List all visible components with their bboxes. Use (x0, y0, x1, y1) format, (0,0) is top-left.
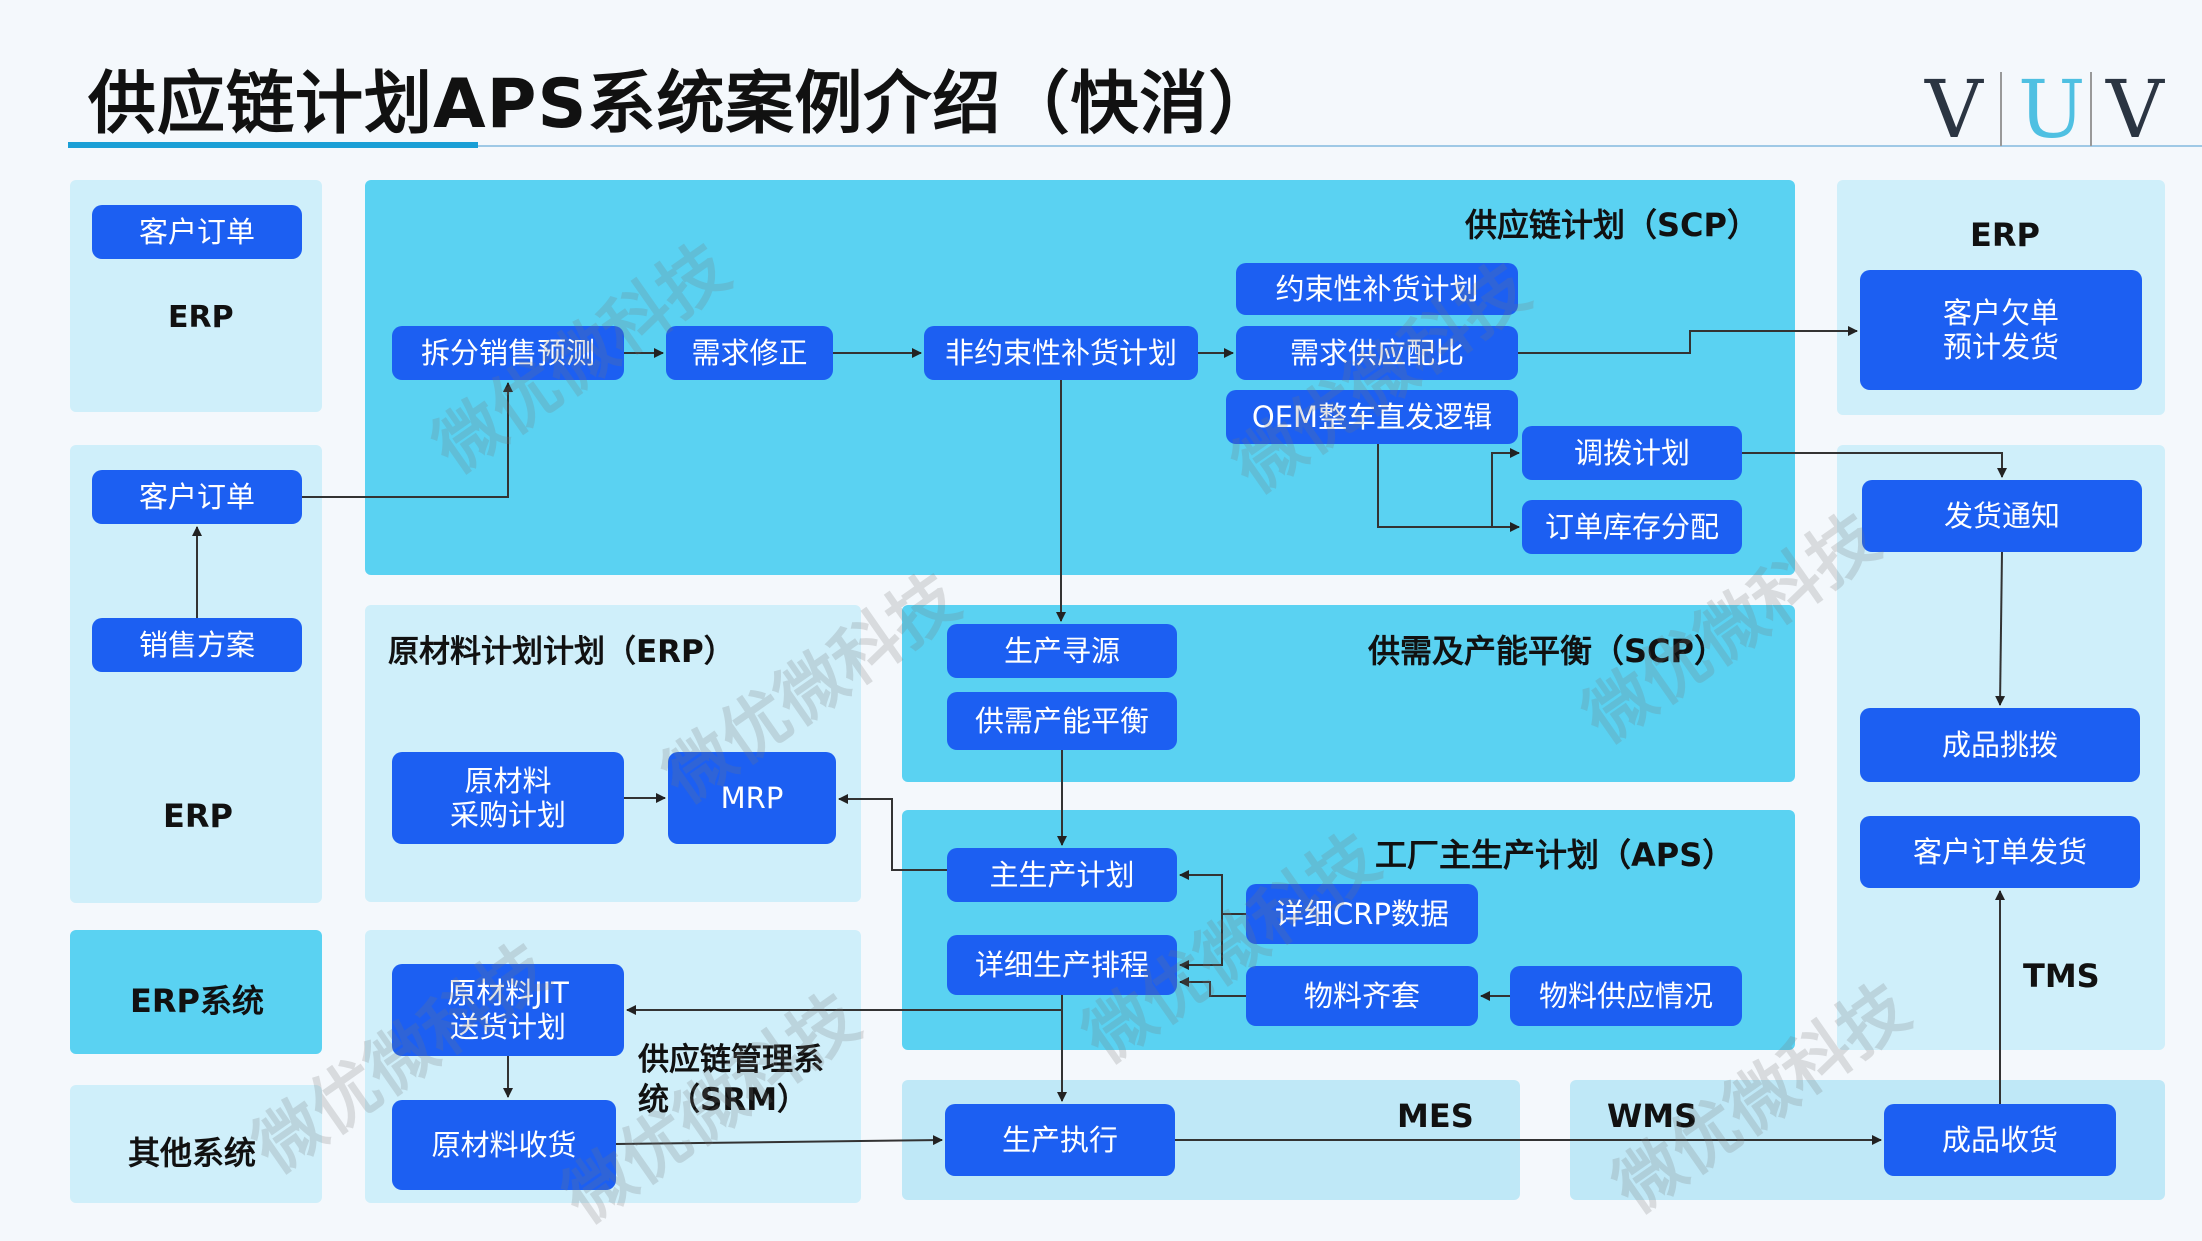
box-unconstrained-replenishment[interactable]: 非约束性补货计划 (924, 326, 1198, 380)
page-title: 供应链计划APS系统案例介绍（快消） (88, 65, 1278, 144)
title-underline-accent (68, 142, 478, 148)
arrow-transfer-to-notice (1742, 452, 2007, 478)
logo-letter-v2: V (2106, 63, 2164, 156)
box-customer-order-2[interactable]: 客户订单 (92, 470, 302, 524)
arrow-branch-to-transfer (1491, 448, 1520, 527)
box-production-execution[interactable]: 生产执行 (945, 1104, 1175, 1176)
arrow-receive-to-exec (615, 1135, 943, 1146)
label-supply-balance: 供需及产能平衡（SCP） (1368, 632, 1726, 670)
label-tms: TMS (2023, 957, 2100, 995)
box-split-sales-forecast[interactable]: 拆分销售预测 (392, 326, 624, 380)
box-order-stock-allocation[interactable]: 订单库存分配 (1522, 500, 1742, 554)
label-mes: MES (1397, 1097, 1474, 1135)
box-oem-direct-logic[interactable]: OEM整车直发逻辑 (1226, 390, 1518, 444)
arrow-oem-to-stock (1377, 444, 1520, 532)
logo-letter-u: U (2018, 63, 2086, 156)
logo-letter-v1: V (1925, 63, 1983, 156)
box-master-production-schedule[interactable]: 主生产计划 (947, 848, 1177, 902)
title-underline (478, 145, 2202, 147)
label-raw-material: 原材料计划计划（ERP） (388, 634, 735, 670)
box-raw-material-receive[interactable]: 原材料收货 (392, 1100, 616, 1190)
label-erp-mid-left: ERP (163, 797, 233, 835)
box-raw-material-purchase-plan[interactable]: 原材料 采购计划 (392, 752, 624, 844)
arrow-sched-to-jit (626, 995, 1063, 1015)
box-finished-goods-pick[interactable]: 成品挑拨 (1860, 708, 2140, 782)
box-material-supply-status[interactable]: 物料供应情况 (1510, 966, 1742, 1026)
arrow-notice-to-pick (1995, 551, 2006, 706)
box-detailed-scheduling[interactable]: 详细生产排程 (947, 935, 1177, 995)
box-sales-plan[interactable]: 销售方案 (92, 618, 302, 672)
label-erp-right: ERP (1970, 216, 2040, 254)
box-backorder-shipping[interactable]: 客户欠单 预计发货 (1860, 270, 2142, 390)
box-production-sourcing[interactable]: 生产寻源 (947, 624, 1177, 678)
box-customer-order-1[interactable]: 客户订单 (92, 205, 302, 259)
panel-other-system (70, 1085, 322, 1203)
label-scp: 供应链计划（SCP） (1465, 206, 1759, 244)
arrow-order-to-forecast (302, 382, 513, 498)
label-aps: 工厂主生产计划（APS） (1375, 836, 1735, 874)
arrow-crp-to-mps (1179, 870, 1246, 915)
box-material-kitting[interactable]: 物料齐套 (1246, 966, 1478, 1026)
box-transfer-plan[interactable]: 调拨计划 (1522, 426, 1742, 480)
box-constrained-replenishment[interactable]: 约束性补货计划 (1236, 263, 1518, 315)
box-finished-goods-receive[interactable]: 成品收货 (1884, 1104, 2116, 1176)
label-erp-system: ERP系统 (130, 982, 264, 1020)
box-demand-correction[interactable]: 需求修正 (666, 326, 833, 380)
arrow-ratio-to-backorder (1518, 326, 1858, 354)
box-capacity-balance[interactable]: 供需产能平衡 (947, 692, 1177, 750)
box-raw-material-jit-delivery[interactable]: 原材料JIT 送货计划 (392, 964, 624, 1056)
box-customer-order-shipping[interactable]: 客户订单发货 (1860, 816, 2140, 888)
box-shipping-notice[interactable]: 发货通知 (1862, 480, 2142, 552)
box-demand-supply-ratio[interactable]: 需求供应配比 (1236, 326, 1518, 380)
box-detailed-crp-data[interactable]: 详细CRP数据 (1246, 884, 1478, 944)
label-other-system: 其他系统 (128, 1134, 257, 1172)
arrow-mps-to-mrp (838, 794, 947, 871)
arrow-crp-to-sched (1179, 914, 1223, 970)
label-erp-top-left: ERP (168, 300, 234, 335)
arrow-kit-to-sched (1179, 977, 1246, 997)
label-srm: 供应链管理系 统（SRM） (638, 1042, 824, 1118)
box-mrp[interactable]: MRP (668, 752, 836, 844)
logo-divider (2000, 72, 2002, 146)
panel-erp-system (70, 930, 322, 1054)
logo-divider (2090, 72, 2092, 146)
label-wms: WMS (1607, 1097, 1698, 1135)
